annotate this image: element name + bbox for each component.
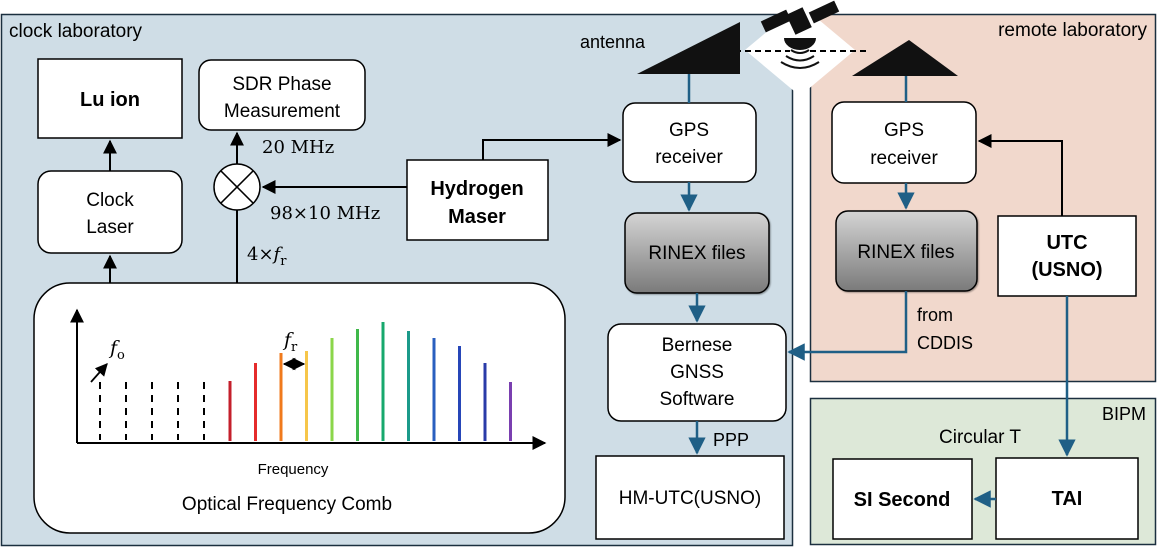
frequency-axis-label: Frequency [258, 461, 329, 478]
tai-block [995, 457, 1139, 540]
si-second-label: SI Second [854, 489, 951, 511]
local-gps-receiver-block [622, 102, 757, 183]
satellite-icon [760, 0, 840, 50]
circular-t-label: Circular T [939, 427, 1021, 448]
si-second-block [832, 458, 973, 540]
hydrogen-maser-label-line1: Hydrogen [430, 178, 523, 200]
comb-colored-teeth [228, 322, 512, 441]
lu-ion-label: Lu ion [80, 89, 140, 111]
hm-utc-usno-label: HM-UTC(USNO) [619, 488, 761, 509]
local-antenna-icon [637, 22, 740, 74]
bernese-label-line3: Software [660, 389, 735, 410]
tai-label: TAI [1052, 488, 1083, 510]
clock-laser-label-line2: Laser [86, 217, 134, 238]
sdr-label-line1: SDR Phase [232, 74, 331, 95]
hm-utc-usno-block [595, 455, 785, 540]
clock-laser-label-line1: Clock [86, 190, 134, 211]
freq-98x10mhz-label: 98×10 MHz [270, 203, 380, 224]
comb-plot: fo fr Frequency [70, 308, 547, 478]
bipm-title: BIPM [1102, 404, 1146, 424]
remote-rinex-label: RINEX files [857, 242, 954, 263]
remote-gps-label-line2: receiver [870, 148, 938, 169]
remote-antenna-icon [852, 40, 958, 76]
remote-laboratory-title: remote laboratory [998, 20, 1147, 41]
remote-gps-label-line1: GPS [884, 120, 924, 141]
antenna-label: antenna [580, 32, 646, 52]
bernese-label-line1: Bernese [662, 335, 733, 356]
utc-label-line2: (USNO) [1031, 259, 1102, 281]
bernese-label-line2: GNSS [670, 362, 724, 383]
utc-label-line1: UTC [1046, 232, 1087, 254]
sdr-phase-measurement-block [198, 59, 366, 131]
hydrogen-maser-block [406, 159, 549, 241]
arrow-remote-rinex-to-bernese [787, 291, 908, 361]
signal-waves-icon [780, 49, 820, 69]
optical-frequency-comb-block [33, 282, 566, 534]
comb-dashed-teeth [99, 382, 205, 440]
arrow-utc-to-remote-gps [977, 134, 1063, 216]
sdr-label-line2: Measurement [224, 101, 341, 122]
local-gps-label-line1: GPS [669, 120, 709, 141]
cddis-label: CDDIS [917, 333, 973, 353]
utc-usno-block [997, 215, 1137, 297]
hydrogen-maser-label-line2: Maser [448, 206, 506, 228]
freq-20mhz-label: 20 MHz [262, 137, 334, 158]
fr-label: fr [282, 329, 298, 355]
remote-gps-receiver-block [831, 101, 977, 184]
local-rinex-label: RINEX files [648, 243, 745, 264]
from-label: from [917, 305, 953, 325]
clock-laboratory-title: clock laboratory [9, 21, 143, 42]
local-gps-label-line2: receiver [655, 147, 723, 168]
optical-frequency-comb-label: Optical Frequency Comb [182, 494, 392, 515]
ppp-label: PPP [713, 430, 749, 450]
fo-pointer-arrow [90, 363, 108, 383]
clock-laser-block [37, 170, 183, 254]
lu-ion-block [37, 58, 183, 139]
fo-label: fo [108, 337, 125, 363]
mixer-cross-b [220, 170, 254, 204]
arrow-maser-to-gps [482, 133, 622, 160]
